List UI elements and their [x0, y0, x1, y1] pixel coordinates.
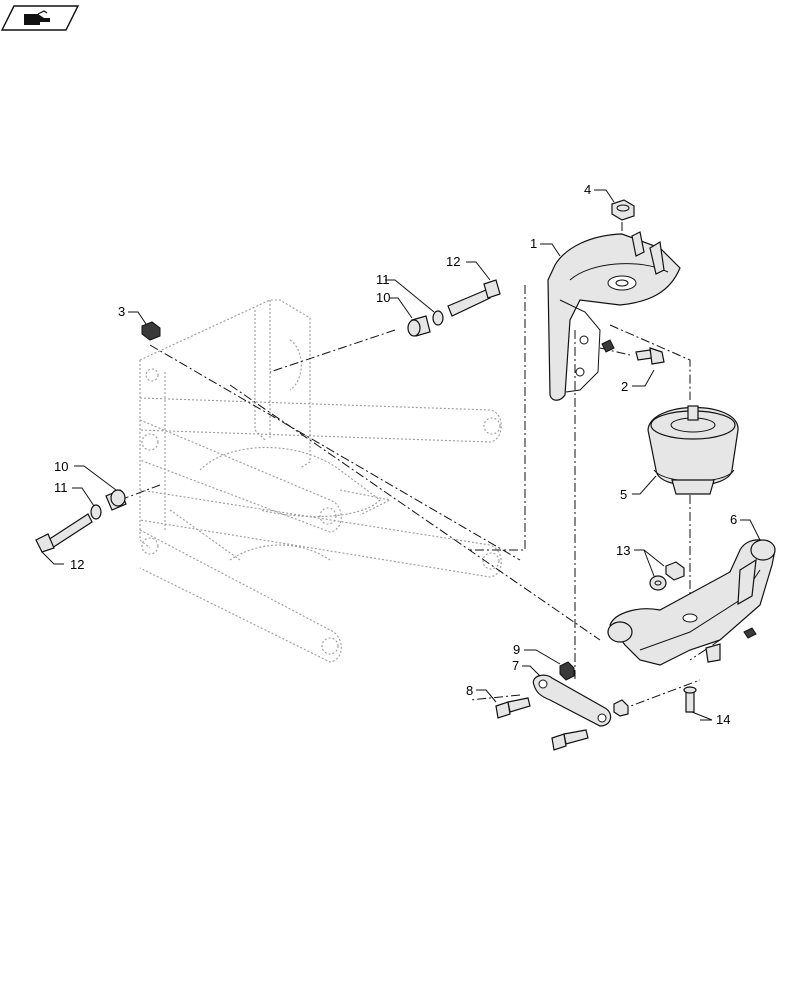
rubber-mount-5[interactable] — [647, 405, 739, 495]
callout-3: 3 — [118, 304, 126, 319]
callout-1: 1 — [530, 236, 538, 251]
washer-11-left[interactable] — [90, 504, 102, 520]
leader-lines — [41, 189, 761, 721]
callout-9: 9 — [513, 642, 521, 657]
callout-10-left: 10 — [54, 459, 69, 474]
callout-11-right: 11 — [376, 272, 390, 287]
nut-3[interactable] — [141, 321, 161, 341]
callout-8: 8 — [466, 683, 474, 698]
nut-9[interactable] — [559, 661, 575, 681]
callout-6: 6 — [730, 512, 738, 527]
washer-11-right[interactable] — [432, 310, 444, 326]
bolt-8[interactable] — [495, 697, 531, 719]
upper-bracket-1[interactable] — [547, 231, 681, 401]
link-7[interactable] — [532, 674, 612, 727]
bolt-12-right[interactable] — [447, 279, 501, 317]
spacer-10-right[interactable] — [407, 315, 431, 337]
callout-12-right: 12 — [446, 254, 461, 269]
bolt-14[interactable] — [683, 686, 697, 713]
callout-4: 4 — [584, 182, 592, 197]
nut-4[interactable] — [611, 199, 635, 221]
callout-13: 13 — [616, 543, 631, 558]
spacer-10-left[interactable] — [105, 489, 127, 511]
nut-8-small[interactable] — [613, 699, 629, 717]
callout-14: 14 — [716, 712, 731, 727]
callout-10-right: 10 — [376, 290, 391, 305]
lower-bracket-6[interactable] — [607, 539, 776, 666]
nut-13-a[interactable] — [665, 561, 685, 581]
callout-11-left: 11 — [54, 480, 68, 495]
callout-12-left: 12 — [70, 557, 85, 572]
bolt-8-lower[interactable] — [551, 729, 589, 751]
washer-13-b[interactable] — [649, 575, 667, 591]
frame-outline — [139, 299, 502, 663]
callout-7: 7 — [512, 658, 520, 673]
hand-pointer-icon[interactable] — [0, 5, 80, 31]
bolt-12-left[interactable] — [35, 513, 93, 553]
bolt-2[interactable] — [635, 347, 665, 365]
callout-2: 2 — [621, 379, 629, 394]
callout-5: 5 — [620, 487, 628, 502]
